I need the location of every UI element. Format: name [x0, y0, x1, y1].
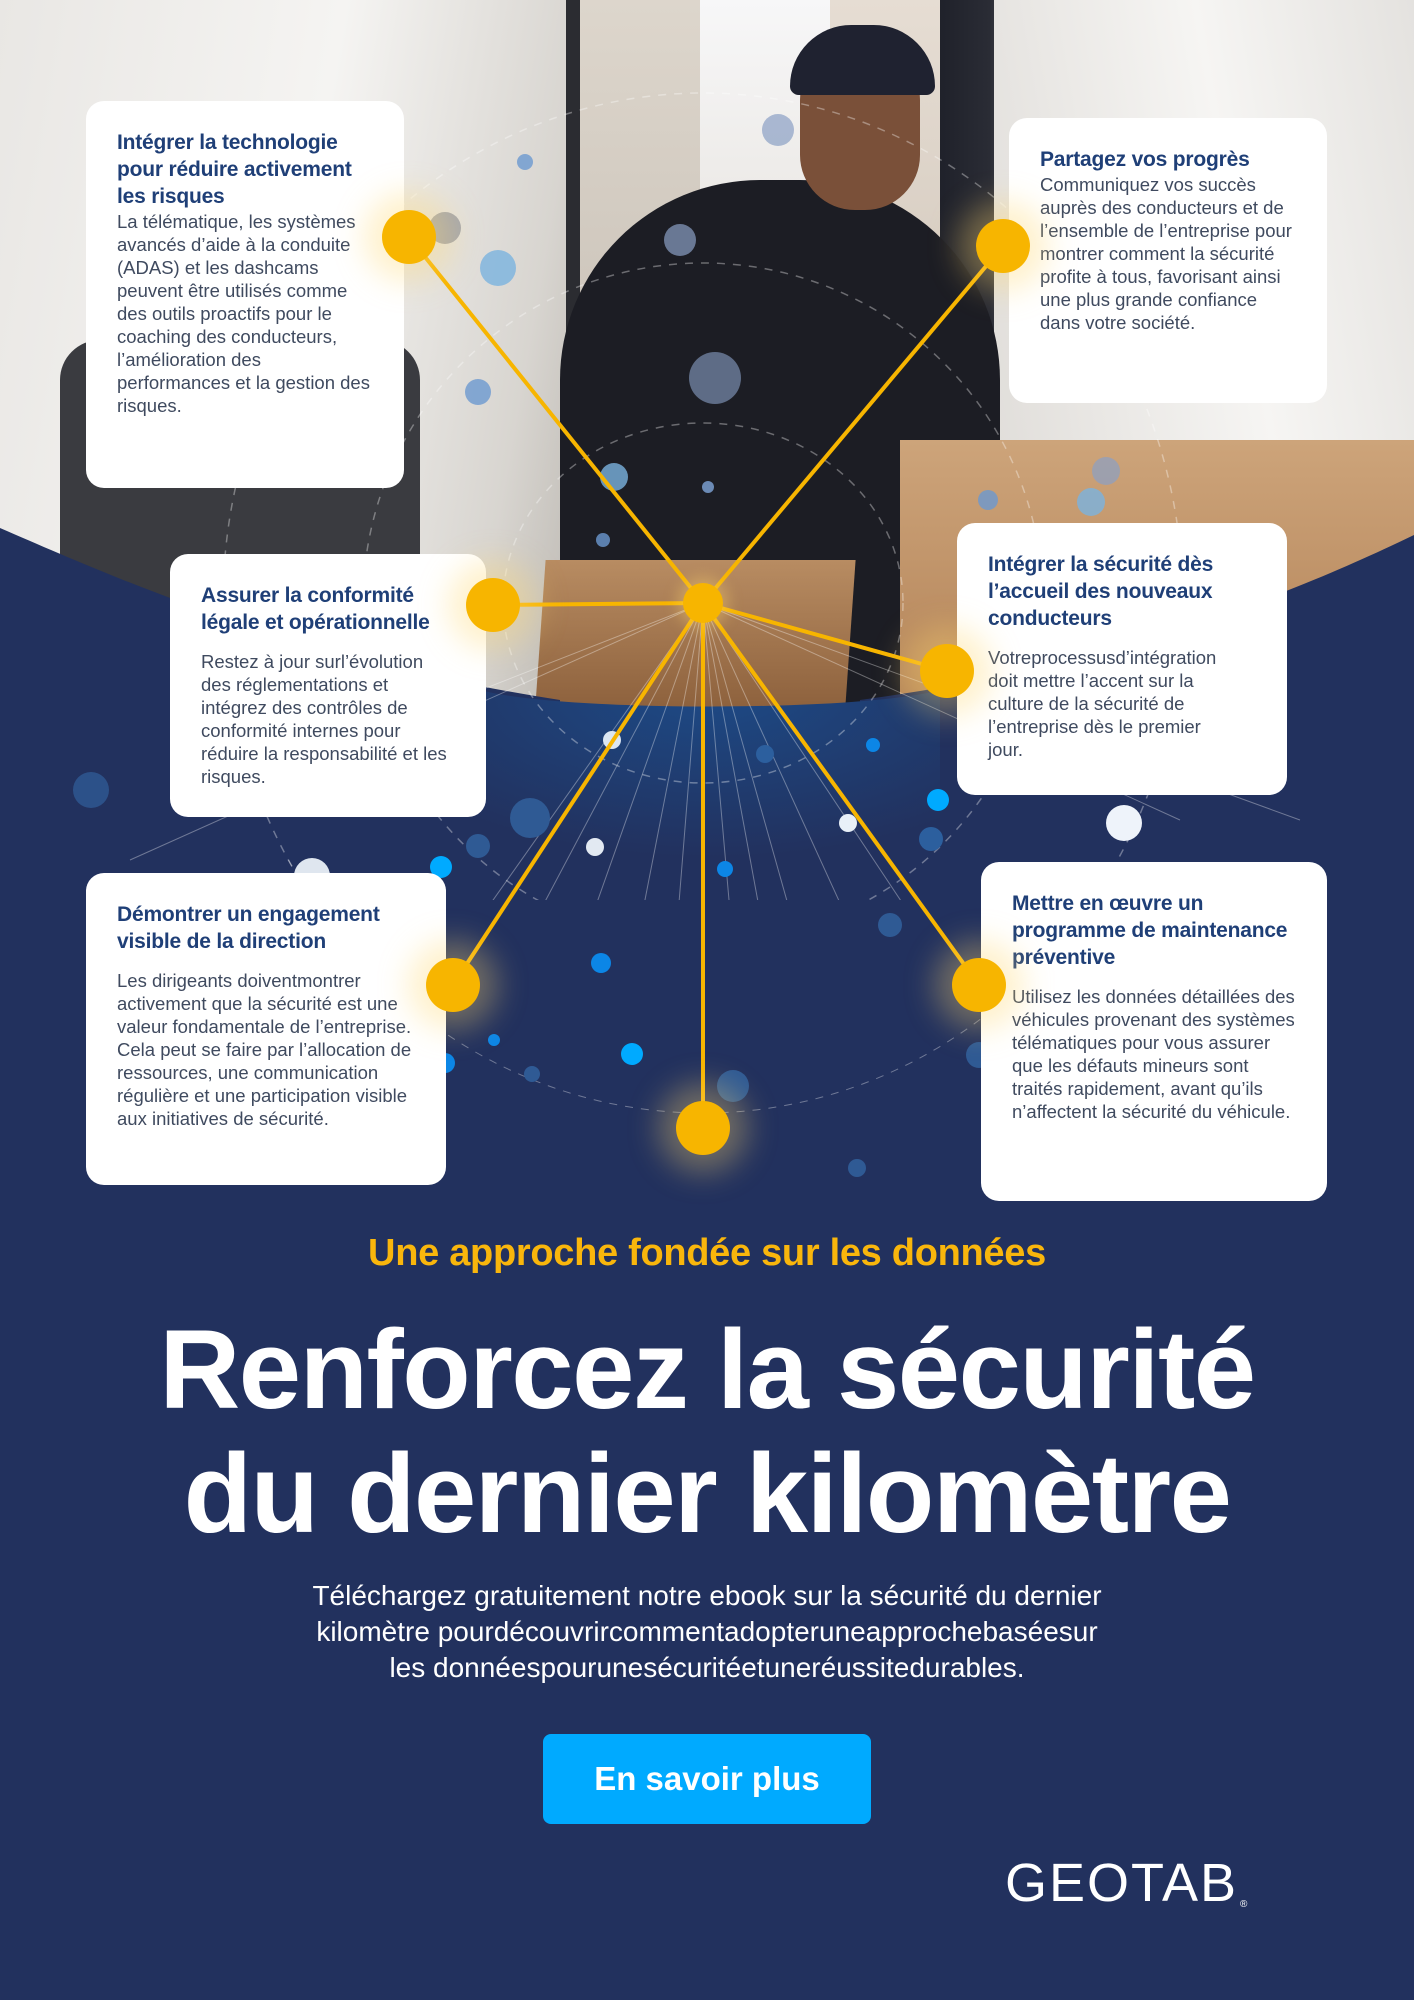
network-diagram-lower-graphic: [287, 860, 1119, 1177]
photo-person-cap: [790, 25, 935, 95]
card-body: Restez à jour surl’évolution des régleme…: [201, 651, 447, 787]
card-body: Votreprocessusd’intégration doit mettre …: [988, 647, 1217, 760]
node-onboarding-icon: [920, 644, 974, 698]
subtext-line-1: Téléchargez gratuitement notre ebook sur…: [312, 1580, 1102, 1611]
card-share-progress: Partagez vos progrès Communiquez vos suc…: [1009, 118, 1327, 403]
card-body: Utilisez les données détaillées des véhi…: [1012, 986, 1295, 1122]
network-hub-icon: [683, 583, 723, 623]
card-title: Assurer la conformité légale et opératio…: [201, 584, 430, 634]
subtext: Téléchargez gratuitement notre ebook sur…: [220, 1578, 1194, 1686]
card-onboarding: Intégrer la sécurité dès l’accueil des n…: [957, 523, 1287, 795]
card-title: Démontrer un engagement visible de la di…: [117, 903, 380, 953]
card-body: Les dirigeants doiventmontrer activement…: [117, 970, 412, 1129]
card-title: Partagez vos progrès: [1040, 148, 1250, 171]
eyebrow-text: Une approche fondée sur les données: [368, 1232, 1046, 1274]
node-maintenance-icon: [952, 958, 1006, 1012]
subtext-line-2: kilomètre pourdécouvrircommentadopterune…: [316, 1616, 1098, 1647]
registered-mark-icon: ®: [1240, 1899, 1250, 1910]
card-title: Intégrer la technologie pour réduire act…: [117, 131, 352, 208]
node-leadership-icon: [426, 958, 480, 1012]
node-technology-icon: [382, 210, 436, 264]
card-leadership: Démontrer un engagement visible de la di…: [86, 873, 446, 1185]
node-compliance-icon: [466, 578, 520, 632]
node-share-progress-icon: [976, 219, 1030, 273]
logo-text: GEOTAB: [1005, 1853, 1239, 1913]
card-maintenance: Mettre en œuvre un programme de maintena…: [981, 862, 1327, 1201]
page-headline: Renforcez la sécurité du dernier kilomèt…: [0, 1308, 1414, 1556]
connector-lines: [407, 235, 1005, 1128]
headline-line-1: Renforcez la sécurité: [159, 1307, 1256, 1432]
card-compliance: Assurer la conformité légale et opératio…: [170, 554, 486, 817]
card-body: Communiquez vos succès auprès des conduc…: [1040, 174, 1292, 333]
headline-line-2: du dernier kilomètre: [183, 1431, 1232, 1556]
card-body: La télématique, les systèmes avancés d’a…: [117, 211, 370, 416]
card-title: Mettre en œuvre un programme de maintena…: [1012, 892, 1288, 969]
subtext-line-3: les donnéespourunesécuritéetuneréussited…: [389, 1652, 1025, 1683]
node-bottom-icon: [676, 1101, 730, 1155]
card-title: Intégrer la sécurité dès l’accueil des n…: [988, 553, 1214, 630]
card-technology: Intégrer la technologie pour réduire act…: [86, 101, 404, 488]
learn-more-button[interactable]: En savoir plus: [543, 1734, 871, 1824]
geotab-logo[interactable]: GEOTAB ®: [1005, 1853, 1335, 1914]
